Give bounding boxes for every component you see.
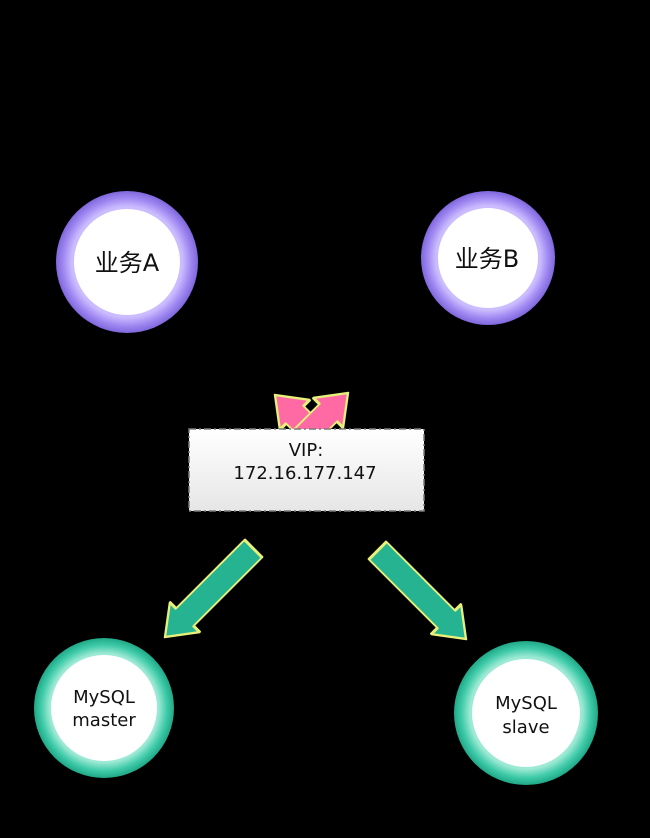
vip-node: VIP: 172.16.177.147 [188, 428, 425, 512]
vip-box [188, 428, 425, 512]
mysql-slave-node: MySQL slave [454, 641, 598, 785]
business-a-node: 业务A [56, 191, 198, 333]
business-a-core [74, 209, 180, 315]
business-b-core [438, 208, 538, 308]
mysql-slave-label-line2: slave [502, 717, 549, 738]
mysql-slave-label-line1: MySQL [495, 693, 557, 714]
mysql-master-label-line2: master [72, 710, 136, 731]
mysql-master-core [51, 655, 157, 761]
mysql-master-node: MySQL master [34, 638, 174, 778]
business-b-label: 业务B [455, 245, 519, 273]
business-a-label: 业务A [95, 249, 160, 277]
mysql-slave-core [472, 659, 580, 767]
vip-label: VIP: [289, 440, 324, 461]
arrow-vip-to-mysql-master [163, 538, 264, 639]
vip-address: 172.16.177.147 [233, 463, 376, 484]
business-b-node: 业务B [421, 191, 555, 325]
arrow-vip-to-mysql-slave [367, 540, 468, 641]
mysql-master-label-line1: MySQL [73, 687, 135, 708]
